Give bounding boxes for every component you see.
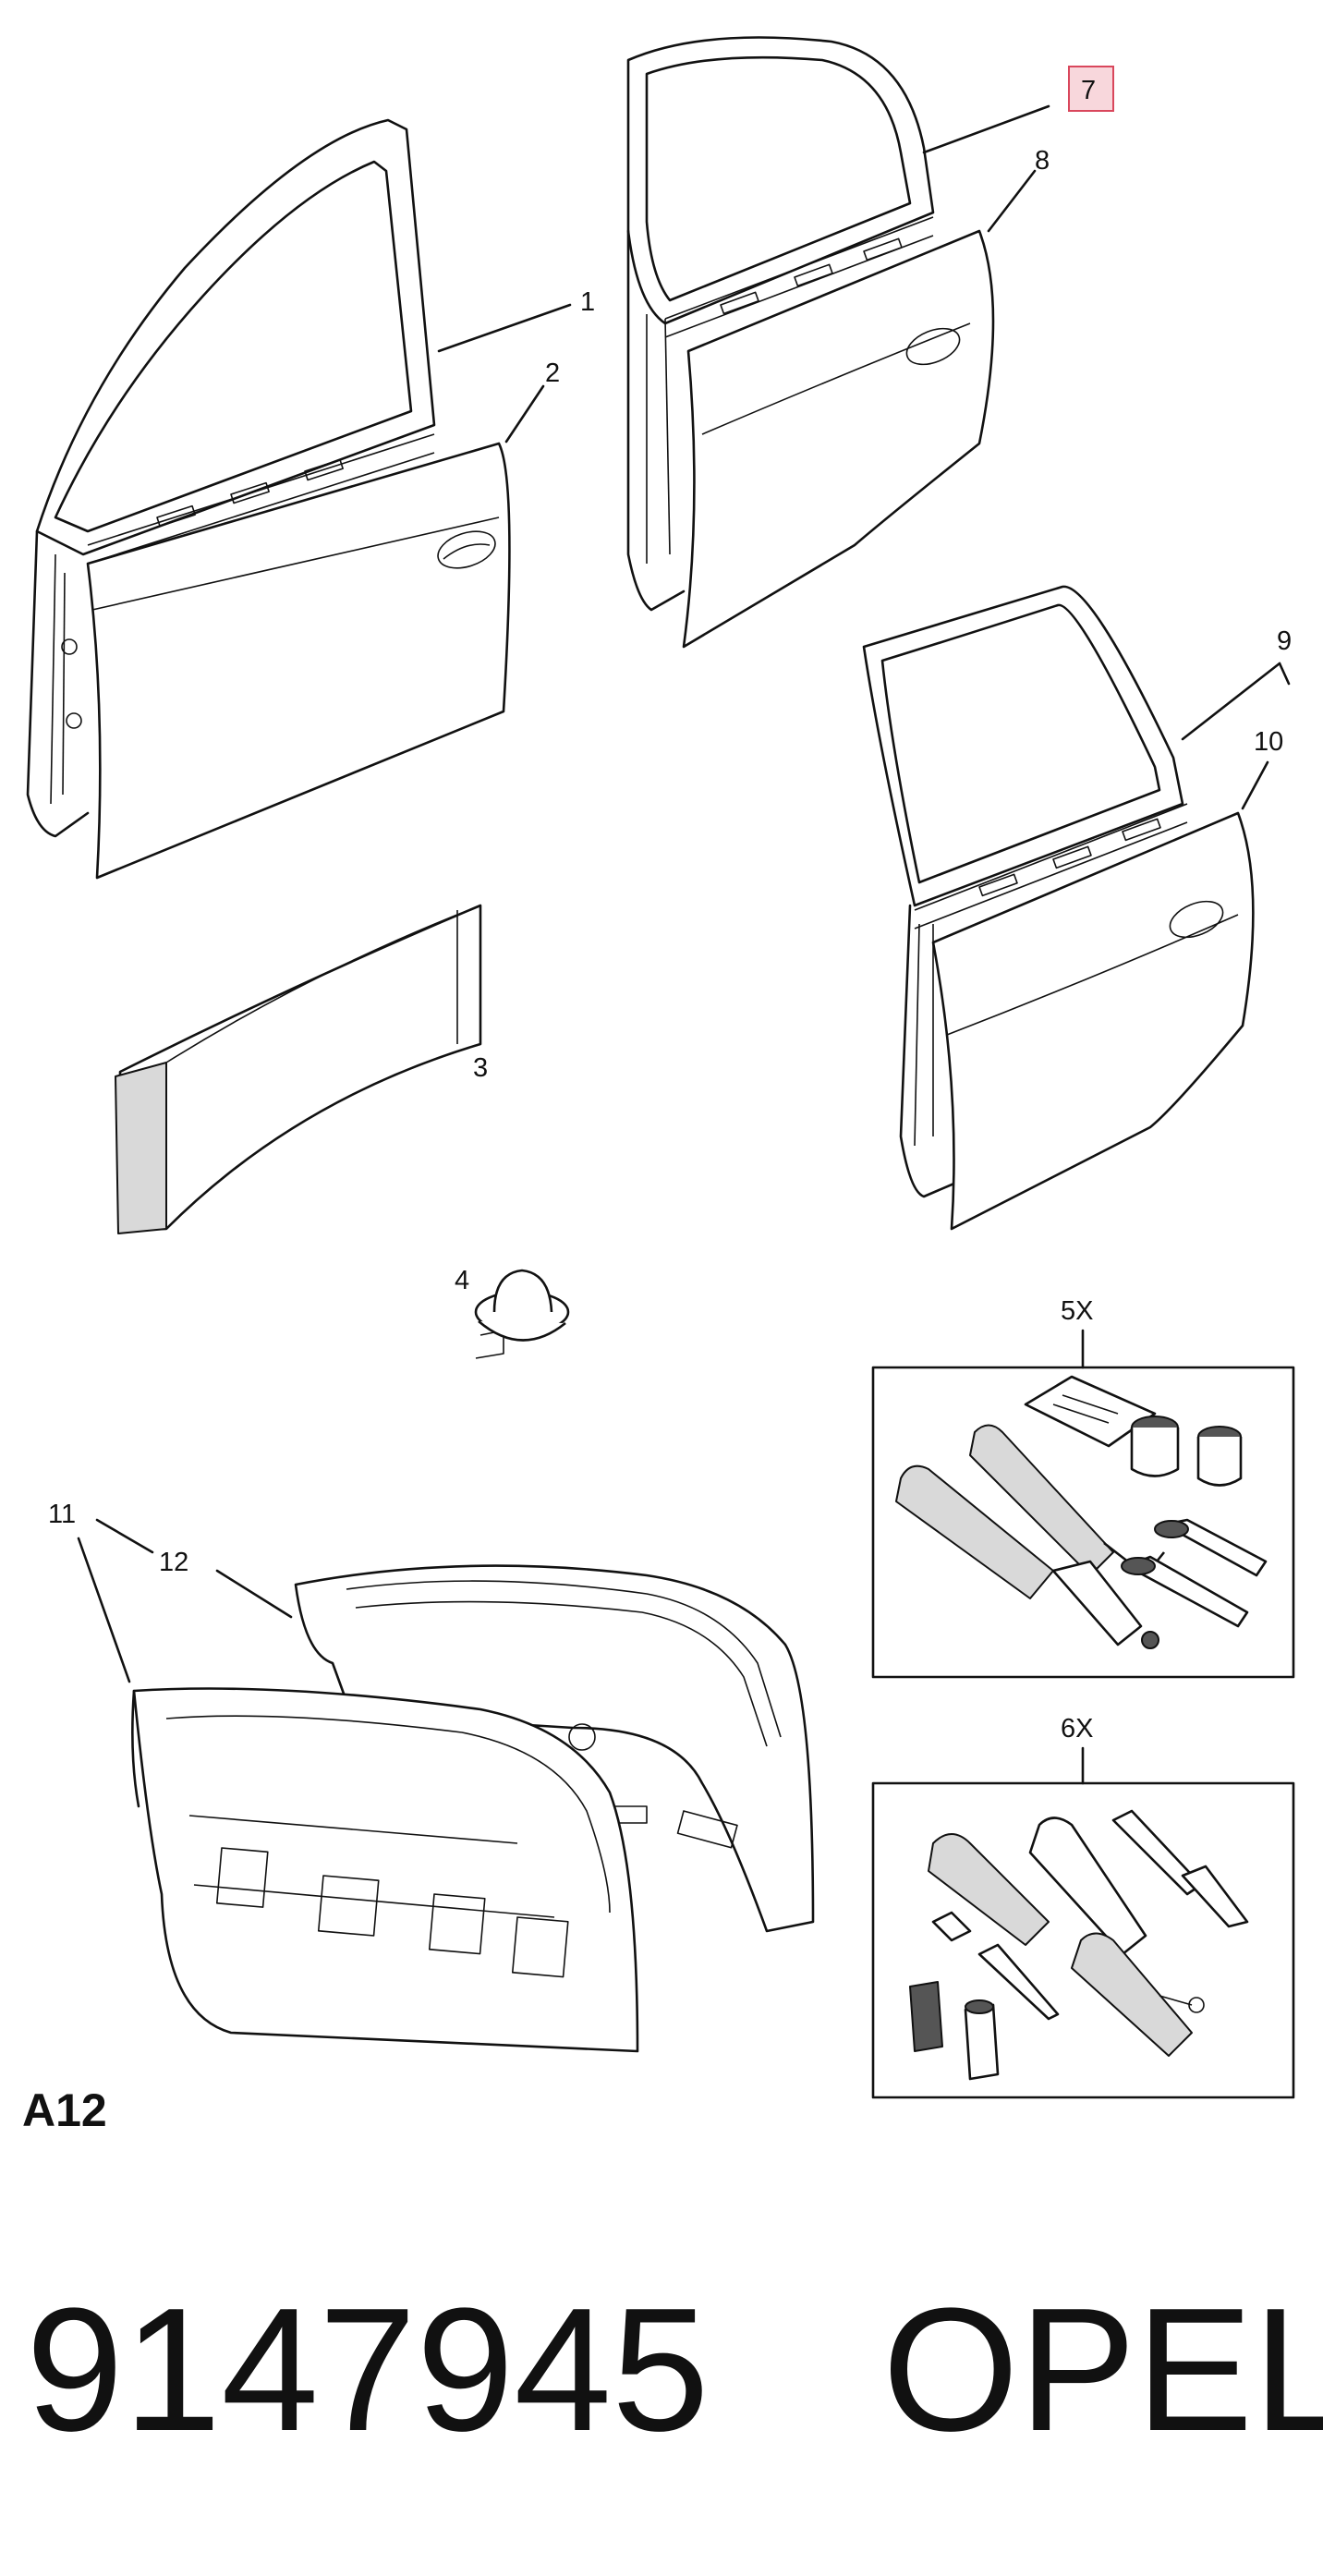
- callout-8: 8: [1035, 146, 1050, 176]
- brand-name: OPEL: [882, 2272, 1323, 2468]
- callout-5x: 5X: [1061, 1296, 1093, 1326]
- leader-11b: [95, 1518, 154, 1554]
- callout-11: 11: [48, 1500, 76, 1529]
- kit-6x-contents: [909, 1809, 1249, 2081]
- door-insulation-pad: [115, 904, 482, 1234]
- kit-6x-box: [871, 1781, 1295, 2099]
- front-door-skin: [86, 442, 511, 880]
- leader-11a: [77, 1537, 131, 1683]
- callout-3: 3: [473, 1053, 488, 1083]
- callout-6x: 6X: [1061, 1714, 1093, 1744]
- callout-2: 2: [545, 358, 560, 388]
- front-door-frame: [26, 118, 436, 838]
- callout-7-marker: 7: [1068, 66, 1114, 112]
- rear-door-frame-upper: [626, 36, 935, 612]
- leader-12: [215, 1569, 293, 1619]
- tailgate-outer-panel: [294, 1564, 815, 1933]
- rear-door-skin-upper: [682, 229, 995, 649]
- rear-door-frame-lower: [862, 585, 1188, 1198]
- tailgate-inner-panel: [131, 1687, 639, 2053]
- callout-7: 7: [1081, 76, 1096, 105]
- leader-1: [437, 303, 572, 353]
- leader-10: [1241, 760, 1269, 810]
- kit-5x-contents: [895, 1375, 1268, 1649]
- part-number: 9147945: [26, 2272, 710, 2468]
- callout-9: 9: [1277, 626, 1292, 656]
- callout-10: 10: [1254, 727, 1283, 757]
- leader-8: [987, 169, 1037, 233]
- leader-9b: [1278, 662, 1291, 686]
- leader-9: [1181, 662, 1281, 741]
- kit-5x-box: [871, 1366, 1295, 1679]
- callout-4: 4: [455, 1266, 469, 1295]
- rear-door-skin-lower: [931, 811, 1255, 1231]
- leader-7: [922, 104, 1050, 154]
- callout-12: 12: [159, 1548, 188, 1577]
- drain-plug: [474, 1269, 570, 1359]
- callout-1: 1: [580, 287, 595, 317]
- section-code: A12: [22, 2084, 107, 2136]
- leader-2: [504, 384, 545, 444]
